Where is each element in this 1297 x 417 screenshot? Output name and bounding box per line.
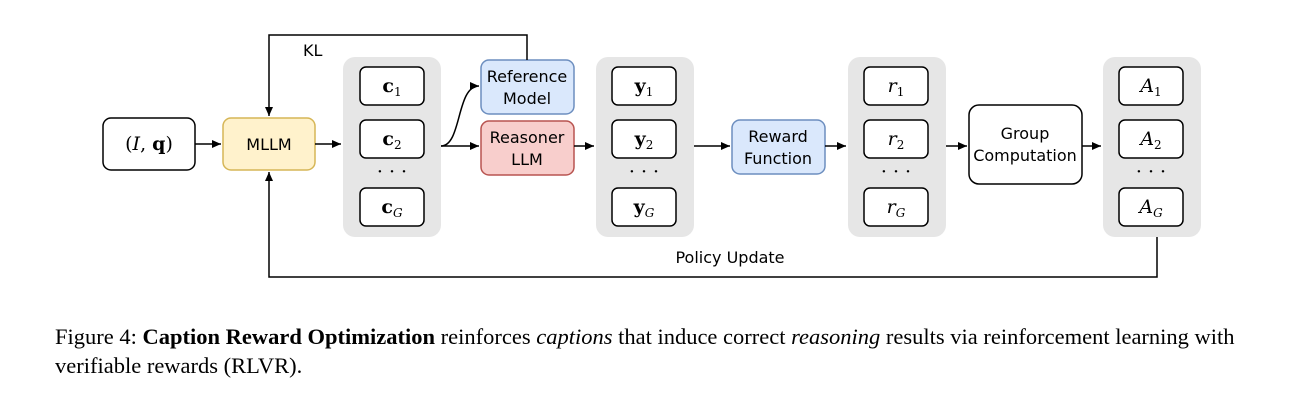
- reference-model-line1: Reference: [487, 67, 568, 86]
- svg-text:c1: c1: [382, 75, 401, 99]
- caption-italic-reasoning: reasoning: [791, 324, 881, 349]
- advantages-ellipsis: · · ·: [1136, 161, 1166, 183]
- caption-text-1: reinforces: [435, 324, 537, 349]
- caption-c1: c1: [359, 66, 425, 106]
- svg-text:AG: AG: [1137, 196, 1163, 220]
- reward-rG: rG: [863, 187, 929, 227]
- group-computation-line1: Group: [1001, 124, 1050, 143]
- svg-text:A1: A1: [1138, 75, 1161, 99]
- caption-c2: c2: [359, 119, 425, 159]
- caption-reward-optimization-diagram: (I, q) MLLM c1 c2 · · · cG Reference Mod…: [102, 34, 1201, 278]
- advantage-A2: A2: [1118, 119, 1184, 159]
- policy-update-label: Policy Update: [675, 248, 784, 267]
- kl-label: KL: [303, 41, 322, 60]
- advantage-A1: A1: [1118, 66, 1184, 106]
- caption-prefix: Figure 4:: [55, 324, 143, 349]
- svg-text:A2: A2: [1138, 128, 1161, 152]
- caption-bold-title: Caption Reward Optimization: [142, 324, 436, 349]
- advantage-AG: AG: [1118, 187, 1184, 227]
- caption-text-2: that induce correct: [612, 324, 792, 349]
- reward-function-box: [731, 119, 826, 175]
- figure-caption: Figure 4: Caption Reward Optimization re…: [55, 322, 1255, 380]
- group-computation-line2: Computation: [973, 146, 1077, 165]
- caption-italic-captions: captions: [536, 324, 613, 349]
- reward-r1: r1: [863, 66, 929, 106]
- svg-text:cG: cG: [381, 196, 403, 220]
- caption-text-3: results via reinforcement learning with …: [55, 324, 1235, 378]
- svg-text:r2: r2: [888, 128, 905, 152]
- reward-function-line1: Reward: [748, 127, 808, 146]
- kl-feedback-arrow: [265, 34, 528, 116]
- captions-ellipsis: · · ·: [377, 161, 407, 183]
- svg-text:y2: y2: [634, 128, 654, 152]
- arrow-captions-to-reference: [440, 82, 480, 147]
- input-label: (I, q): [125, 133, 173, 155]
- group-computation-box: [968, 104, 1083, 185]
- policy-update-arrow: [265, 172, 1158, 278]
- svg-text:c2: c2: [382, 128, 401, 152]
- reference-model-line2: Model: [503, 89, 551, 108]
- svg-text:yG: yG: [633, 196, 655, 220]
- output-yG: yG: [611, 187, 677, 227]
- reward-function-line2: Function: [744, 149, 812, 168]
- reasoner-llm-box: [480, 120, 575, 176]
- caption-cG: cG: [359, 187, 425, 227]
- reasoner-llm-line1: Reasoner: [490, 128, 565, 147]
- svg-text:y1: y1: [634, 75, 654, 99]
- reward-r2: r2: [863, 119, 929, 159]
- outputs-ellipsis: · · ·: [629, 161, 659, 183]
- reasoner-llm-line2: LLM: [511, 150, 543, 169]
- rewards-ellipsis: · · ·: [881, 161, 911, 183]
- svg-text:r1: r1: [888, 75, 905, 99]
- mllm-label: MLLM: [246, 135, 291, 154]
- output-y1: y1: [611, 66, 677, 106]
- svg-text:rG: rG: [887, 196, 906, 220]
- output-y2: y2: [611, 119, 677, 159]
